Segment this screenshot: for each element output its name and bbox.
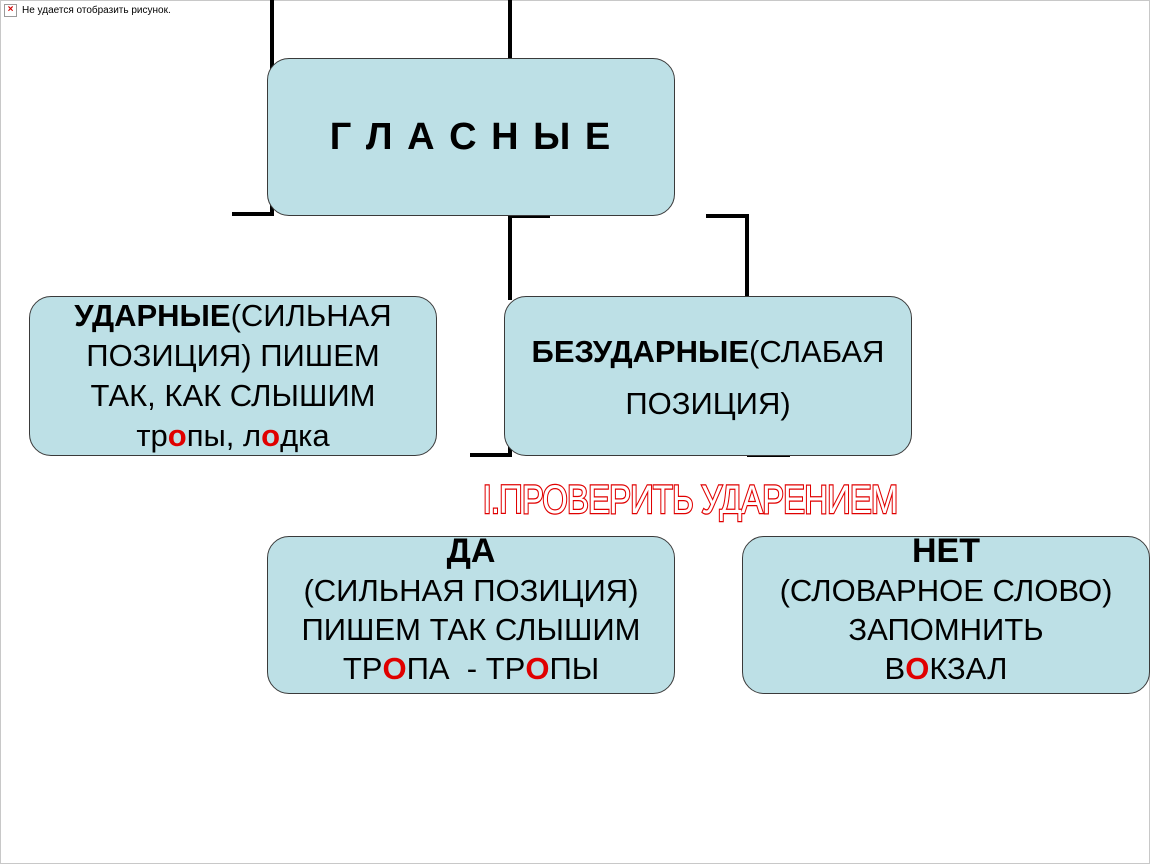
no-line1: (СЛОВАРНОЕ СЛОВО) (779, 573, 1113, 608)
stressed-vowel-2: о (261, 418, 281, 453)
unstressed-heading: БЕЗУДАРНЫЕ (531, 334, 750, 369)
stressed-node (29, 296, 437, 456)
yes-heading: ДА (446, 532, 496, 570)
broken-image-icon: × (4, 4, 17, 17)
stressed-line3: ТАК, КАК СЛЫШИМ (90, 378, 376, 413)
stressed-vowel-1: о (167, 418, 187, 453)
unstressed-line2: ПОЗИЦИЯ) (625, 386, 791, 421)
stressed-example: тропы, лодка (136, 418, 330, 453)
yes-vowel-2: О (525, 651, 550, 686)
stressed-heading: УДАРНЫЕ (74, 298, 231, 333)
yes-example: ТРОПА - ТРОПЫ (342, 651, 600, 686)
yes-line1: (СИЛЬНАЯ ПОЗИЦИЯ) (303, 573, 639, 608)
root-title: Г Л А С Н Ы Е (329, 116, 613, 158)
yes-text: ДА (СИЛЬНАЯ ПОЗИЦИЯ) ПИШЕМ ТАК СЛЫШИМ ТР… (267, 532, 675, 688)
no-vowel: О (905, 651, 930, 686)
unstressed-paren: (СЛАБАЯ (749, 334, 885, 369)
no-text: НЕТ (СЛОВАРНОЕ СЛОВО) ЗАПОМНИТЬ ВОКЗАЛ (742, 532, 1150, 688)
root-node-vowels: Г Л А С Н Ы Е (267, 58, 675, 216)
unstressed-text: БЕЗУДАРНЫЕ(СЛАБАЯ ПОЗИЦИЯ) (492, 332, 924, 424)
stressed-text: УДАРНЫЕ(СИЛЬНАЯ ПОЗИЦИЯ) ПИШЕМ ТАК, КАК … (29, 296, 437, 456)
no-heading: НЕТ (912, 532, 980, 570)
yes-vowel-1: О (382, 651, 407, 686)
stressed-paren: (СИЛЬНАЯ (230, 298, 392, 333)
no-example: ВОКЗАЛ (884, 651, 1008, 686)
connector-left-bracket (232, 190, 274, 216)
broken-image-placeholder: × Не удается отобразить рисунок. (4, 4, 171, 17)
unstressed-node (504, 296, 912, 456)
no-line2: ЗАПОМНИТЬ (848, 612, 1044, 647)
yes-line2: ПИШЕМ ТАК СЛЫШИМ (301, 612, 641, 647)
yes-node (267, 536, 675, 694)
no-node (742, 536, 1150, 694)
connector-right-bracket (706, 214, 749, 298)
broken-image-text: Не удается отобразить рисунок. (22, 5, 171, 16)
stressed-line2: ПОЗИЦИЯ) ПИШЕМ (86, 338, 380, 373)
check-stress-heading: I.ПРОВЕРИТЬ УДАРЕНИЕМ (482, 477, 900, 524)
